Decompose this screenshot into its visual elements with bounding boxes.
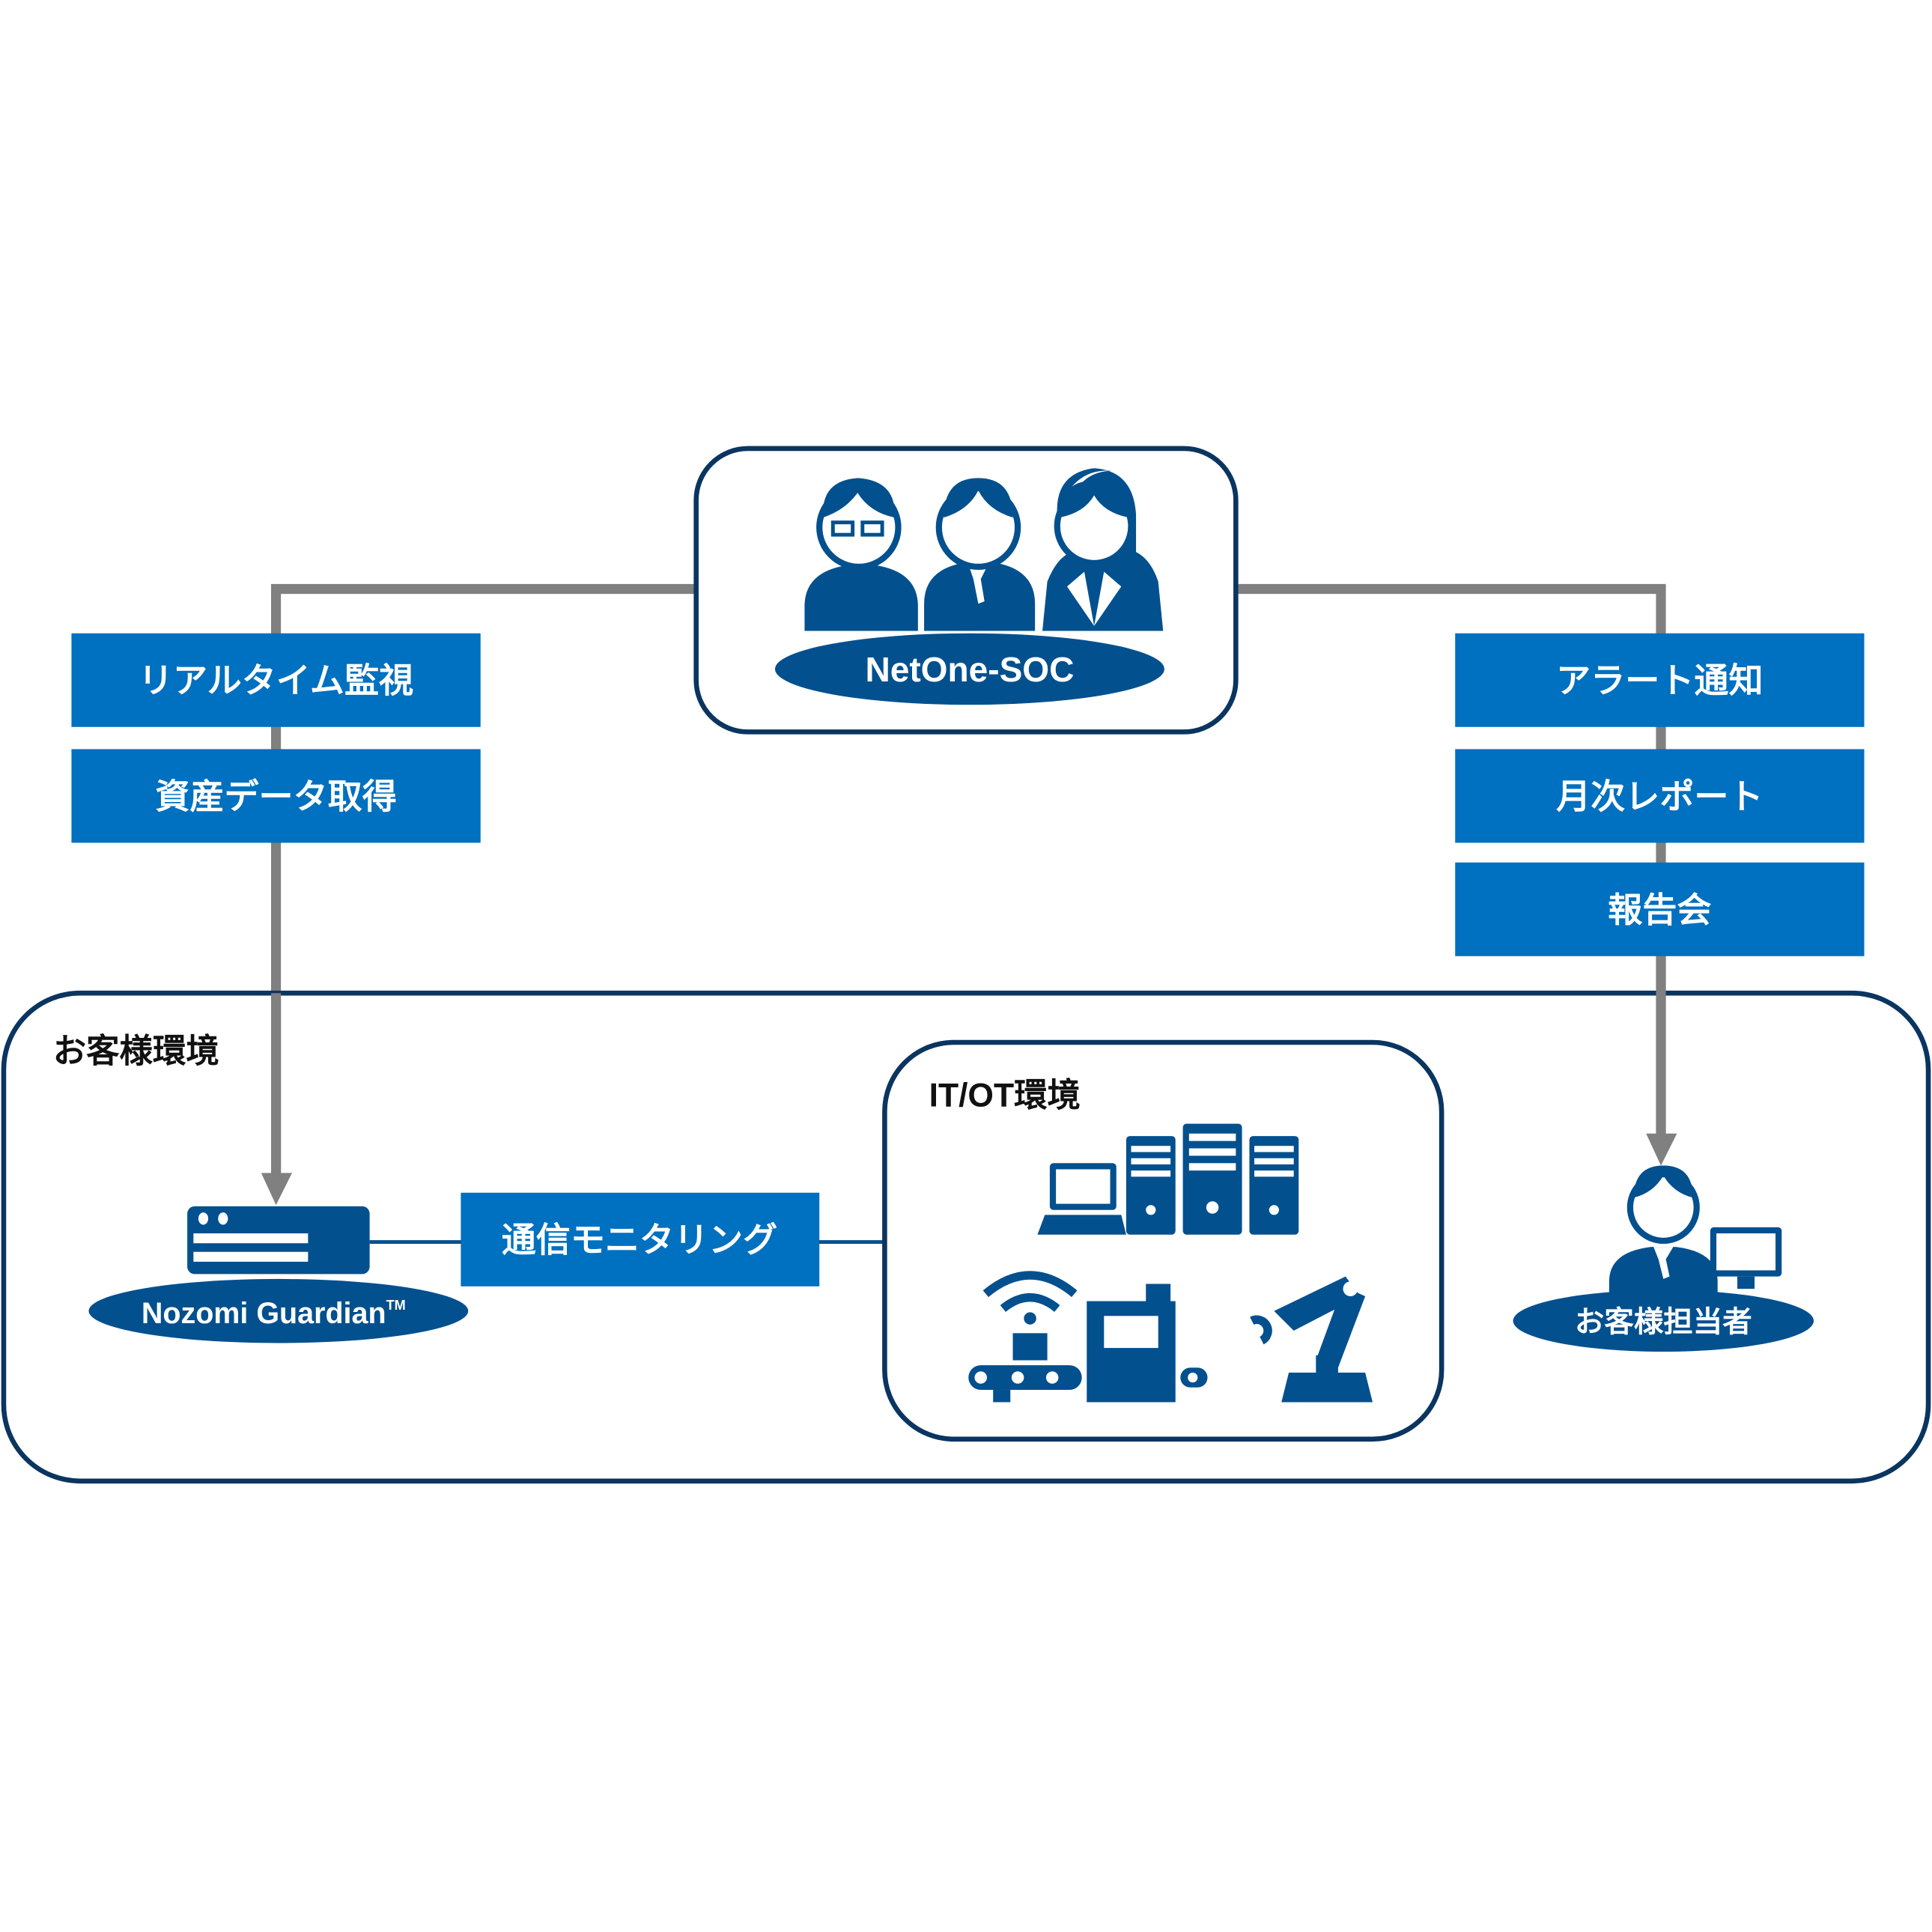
customer-contact-label: お客様担当者 [1575, 1306, 1752, 1339]
traffic-monitoring-box [461, 1192, 820, 1287]
arrow-down-icon [261, 1173, 292, 1206]
computers-servers-icon [1037, 1123, 1299, 1235]
nozomi-label: Nozomi GuardianTM [142, 1297, 406, 1330]
arrow-down-icon [1646, 1133, 1677, 1166]
traffic-monitoring-label: 通信モニタリング [502, 1221, 778, 1260]
service-label: アラート通知 [1556, 661, 1763, 700]
connector-left [270, 583, 696, 1177]
customer-env-box [1, 990, 1931, 1484]
factory-line-icon [968, 1271, 1208, 1403]
itot-env-label: IT/OT環境 [929, 1078, 1081, 1114]
customer-env-label: お客様環境 [53, 1033, 219, 1069]
service-label: 資産データ取得 [155, 777, 396, 815]
service-box-realtime-monitoring [71, 633, 481, 727]
robot-arm-icon [1250, 1276, 1373, 1403]
soc-team-icon [774, 468, 1164, 705]
nozomi-appliance-icon [88, 1206, 469, 1343]
service-box-meeting [1455, 862, 1865, 956]
service-label: 月次レポート [1556, 777, 1763, 815]
service-label: リアルタイム監視 [139, 661, 413, 700]
service-box-monthly-report [1455, 749, 1865, 843]
service-box-asset-data [71, 749, 481, 843]
service-label: 報告会 [1608, 890, 1711, 929]
soc-label: NetOne-SOC [865, 650, 1074, 689]
customer-contact-icon [1513, 1165, 1814, 1352]
service-box-alert [1455, 633, 1865, 727]
